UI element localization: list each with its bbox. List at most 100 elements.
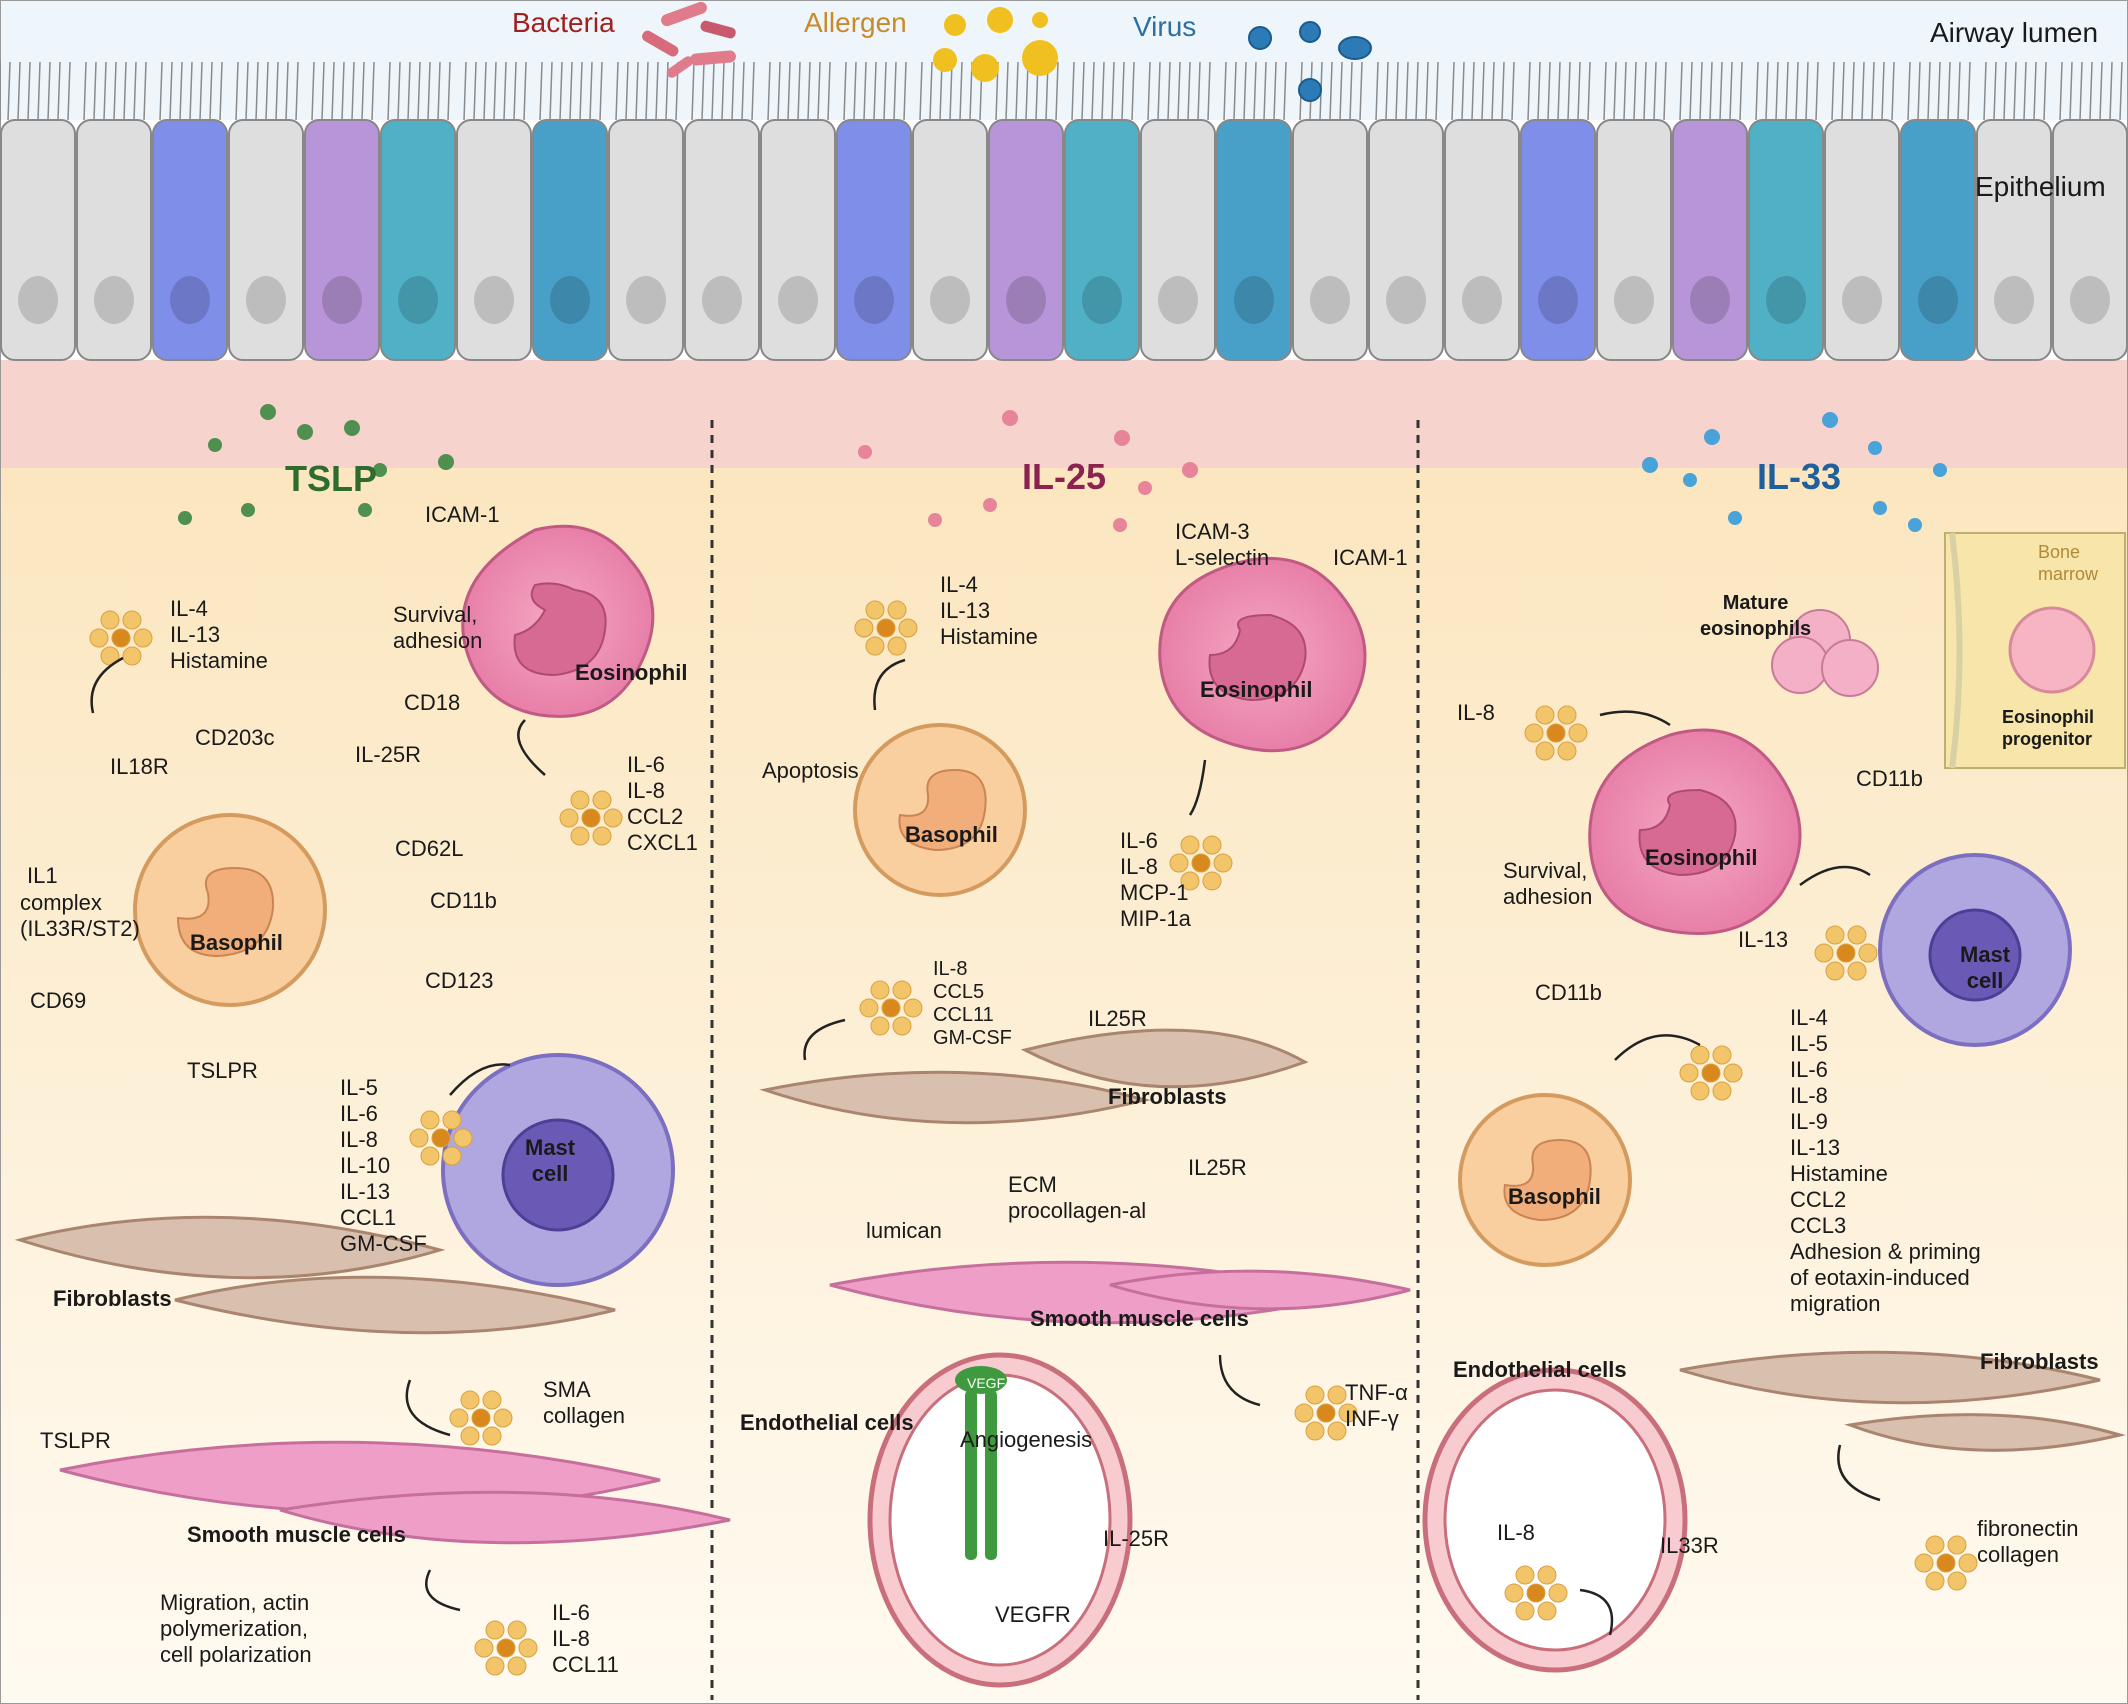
- cilium: [873, 61, 877, 121]
- secreted-granule: [89, 628, 109, 648]
- secreted-granule: [592, 826, 612, 846]
- cilium: [133, 61, 137, 121]
- cilium: [1557, 61, 1561, 121]
- secreted-granule: [1825, 961, 1845, 981]
- airway-lumen-band: [0, 0, 2128, 120]
- tslp-cd18-label: CD18: [404, 690, 461, 715]
- cilium: [579, 61, 583, 121]
- cilium: [483, 61, 487, 121]
- cilium: [751, 61, 755, 121]
- cilium: [1633, 61, 1637, 121]
- il33-il8b-label: IL-8: [1497, 1520, 1535, 1545]
- virus-label: Virus: [1133, 11, 1197, 42]
- cilium: [1947, 61, 1951, 121]
- il33-mast-cell: [1878, 853, 2072, 1047]
- cilium: [1025, 61, 1029, 121]
- il33-cd11b2-label: CD11b: [1535, 980, 1602, 1005]
- il33-fib-outputs: fibronectin collagen: [1977, 1516, 2079, 1567]
- secreted-granule: [1712, 1081, 1732, 1101]
- secreted-granule: [122, 610, 142, 630]
- tslp-cd203c-label: CD203c: [195, 725, 275, 750]
- cilium: [473, 61, 477, 121]
- secreted-granule: [1338, 1403, 1358, 1423]
- secreted-granule: [518, 1638, 538, 1658]
- il33-title: IL-33: [1757, 456, 1842, 497]
- cilium: [523, 61, 527, 121]
- tslp-fibroblasts-label: Fibroblasts: [53, 1286, 172, 1311]
- tslp-baso-outputs: IL-4 IL-13 Histamine: [170, 596, 268, 673]
- cilium: [655, 61, 659, 121]
- secreted-granule: [854, 618, 874, 638]
- cilium: [599, 61, 603, 121]
- cilium: [2069, 61, 2073, 121]
- cilium: [1699, 61, 1703, 121]
- il25-smc-label: Smooth muscle cells: [1030, 1306, 1249, 1331]
- tslp-basophil: [133, 813, 327, 1007]
- secreted-granule: [887, 600, 907, 620]
- cilium: [417, 61, 421, 121]
- cilium: [1577, 61, 1581, 121]
- cell-nucleus: [170, 276, 210, 324]
- cilium: [1359, 61, 1363, 121]
- secreted-granule: [1936, 1553, 1956, 1573]
- cilium: [1729, 61, 1733, 121]
- cilium: [1805, 61, 1809, 121]
- cilium: [1643, 61, 1647, 121]
- secreted-granule: [1548, 1583, 1568, 1603]
- cell-nucleus: [1006, 276, 1046, 324]
- secreted-granule: [485, 1620, 505, 1640]
- cilium: [701, 61, 705, 121]
- cilium: [1871, 61, 1875, 121]
- cilium: [1689, 61, 1693, 121]
- il25-eosinophil: [1158, 556, 1367, 753]
- epithelium-cells: [0, 119, 2128, 361]
- cilium: [1243, 61, 1247, 121]
- tslp-sma-label: SMA collagen: [543, 1377, 625, 1428]
- il33-basophil: [1458, 1093, 1632, 1267]
- cilium: [589, 61, 593, 121]
- il25-ecm-label: ECM procollagen-al: [1008, 1172, 1147, 1223]
- secreted-granule: [1568, 723, 1588, 743]
- secreted-granule: [493, 1408, 513, 1428]
- cilium: [1785, 61, 1789, 121]
- tslp-il25r-label: IL-25R: [355, 742, 422, 767]
- il33-fibroblasts: [1679, 1350, 2126, 1452]
- secreted-granule: [1202, 835, 1222, 855]
- cilium: [1851, 61, 1855, 121]
- cilium: [1481, 61, 1485, 121]
- cilium: [1537, 61, 1541, 121]
- secreted-granule: [1316, 1403, 1336, 1423]
- secreted-granule: [1537, 1565, 1557, 1585]
- cilium: [1187, 61, 1191, 121]
- cilium: [1967, 61, 1971, 121]
- secreted-granule: [570, 790, 590, 810]
- cilium: [929, 61, 933, 121]
- tslp-eosinophil: [461, 524, 655, 718]
- secreted-granule: [1305, 1385, 1325, 1405]
- cilium: [1451, 61, 1455, 121]
- secreted-granule: [592, 790, 612, 810]
- secreted-granule: [1679, 1063, 1699, 1083]
- tslp-cd69-label: CD69: [30, 988, 87, 1013]
- cilium: [767, 61, 771, 121]
- secreted-granule: [870, 1016, 890, 1036]
- cilium: [1775, 61, 1779, 121]
- cilium: [437, 61, 441, 121]
- cell-nucleus: [18, 276, 58, 324]
- cilium: [1719, 61, 1723, 121]
- cilium: [321, 61, 325, 121]
- cilium: [1831, 61, 1835, 121]
- il33-baso-outputs: IL-4 IL-5 IL-6 IL-8 IL-9 IL-13 Histamine…: [1790, 1005, 1981, 1316]
- secreted-granule: [409, 1128, 429, 1148]
- cilium: [1461, 61, 1465, 121]
- cilium: [1071, 61, 1075, 121]
- secreted-granule: [1537, 1601, 1557, 1621]
- cilium: [1471, 61, 1475, 121]
- cell-nucleus: [1234, 276, 1274, 324]
- cell-nucleus: [1842, 276, 1882, 324]
- cilium: [1349, 61, 1353, 121]
- cilia-lines: [7, 61, 2123, 121]
- cilium: [67, 61, 71, 121]
- cilium: [853, 61, 857, 121]
- cilium: [447, 61, 451, 121]
